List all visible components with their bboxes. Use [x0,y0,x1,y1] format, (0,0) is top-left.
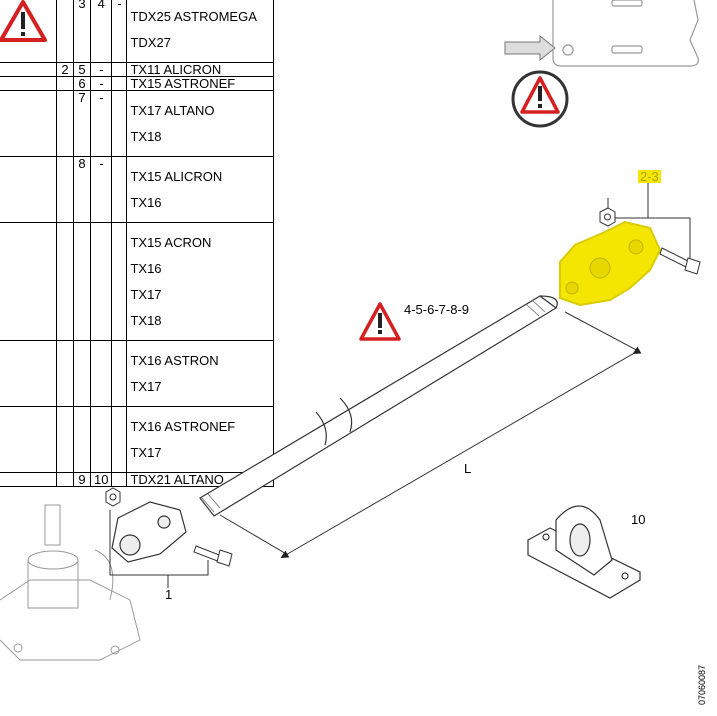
table-row: 9 10 TDX21 ALTANO [0,472,275,487]
label-part-1: 1 [165,587,173,602]
warning-triangle-icon [0,0,47,42]
warning-triangle-icon [359,302,401,341]
nut-icon [599,207,616,227]
label-part-10: 10 [631,512,646,527]
document-id: 07060087 [697,664,707,705]
table-row: 6 - TX15 ASTRONEF [0,76,275,91]
label-part-2-3: 2-3 [638,169,661,184]
nut-icon [105,487,121,507]
table-row: TX16 ASTRON TX17 [0,340,275,407]
leader-lines-1 [109,510,209,588]
detail-panel [552,0,699,67]
warning-circle-icon [511,70,569,128]
gear-housing [0,504,141,661]
bolt-icon [193,545,233,567]
model-cell: TDX25 ASTROMEGA TDX27 [126,0,275,63]
table-row: 8 - TX15 ALICRON TX16 [0,156,275,223]
length-dimension [219,311,642,559]
label-length: L [464,461,472,476]
label-shaft-variants: 4-5-6-7-8-9 [404,302,470,317]
bolt-icon [659,247,701,275]
pointer-arrow-icon [504,34,556,62]
table-row: 2 5 - TX11 ALICRON [0,62,275,77]
universal-joint-highlighted [559,220,662,307]
table-row: 7 - TX17 ALTANO TX18 [0,90,275,157]
table-row: TX15 ACRON TX16 TX17 TX18 [0,222,275,341]
universal-joint-lower [111,501,187,563]
parts-table: 3 4 - TDX25 ASTROMEGA TDX27 2 5 - TX11 A… [0,0,275,487]
bearing-block [527,505,641,599]
